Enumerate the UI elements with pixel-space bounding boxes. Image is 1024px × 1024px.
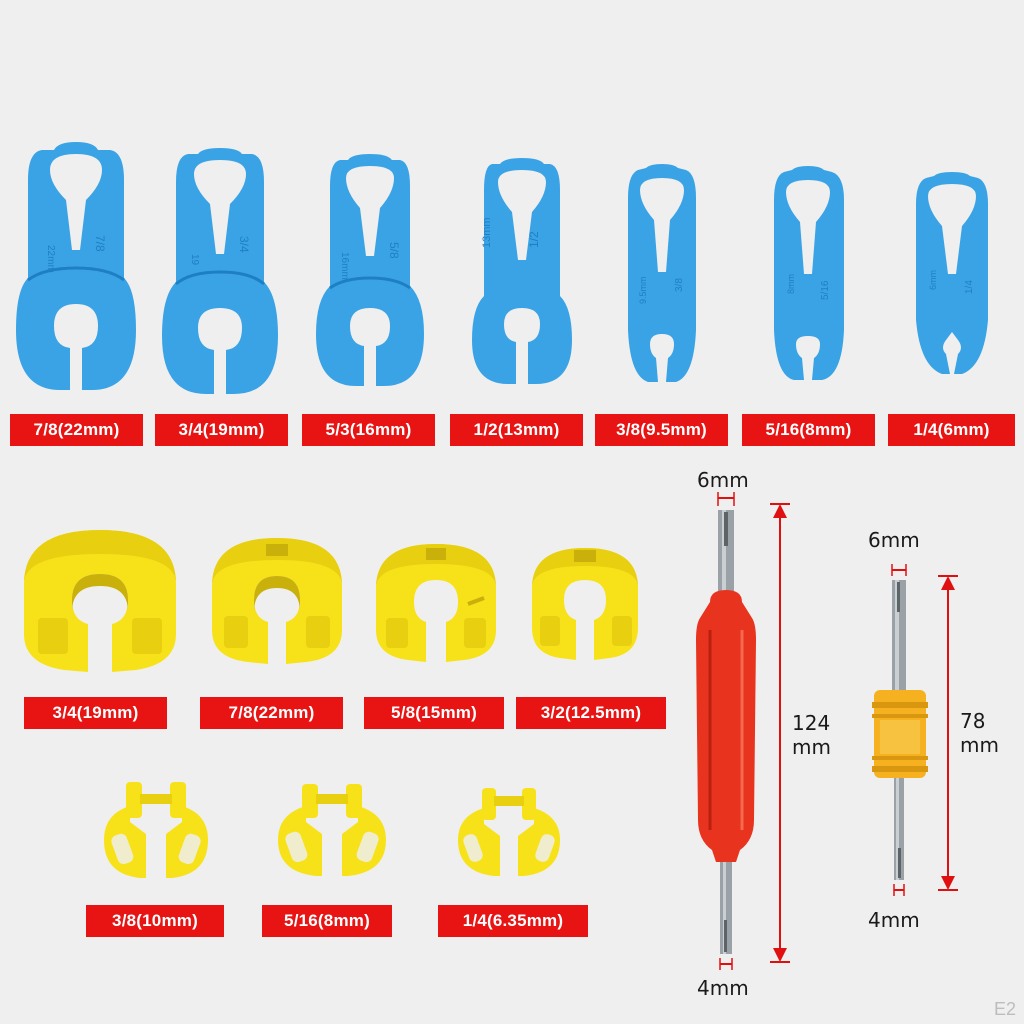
yellow-clip-label-2: 5/16(8mm) xyxy=(262,905,392,937)
blue-disconnect-tool-3: 16mm 5/8 xyxy=(316,154,424,386)
red-tool-bottom-tip: 4mm xyxy=(697,976,749,1000)
yellow-ring-1 xyxy=(24,530,176,672)
engraving-left: 8mm xyxy=(786,274,796,294)
blue-tool-label-6: 5/16(8mm) xyxy=(742,414,875,446)
yellow-tool-bottom-tip: 4mm xyxy=(868,908,920,932)
yellow-tool-length-unit: mm xyxy=(960,733,999,757)
red-valve-core-tool xyxy=(696,492,790,970)
yellow-tool-length-value: 78 xyxy=(960,709,986,733)
blue-tool-label-2: 3/4(19mm) xyxy=(155,414,288,446)
blue-tool-label-4: 1/2(13mm) xyxy=(450,414,583,446)
yellow-ring-4 xyxy=(532,548,638,660)
engraving-right: 1/4 xyxy=(964,280,975,294)
yellow-clip-label-1: 3/8(10mm) xyxy=(86,905,224,937)
engraving-left: 22mm xyxy=(45,245,56,273)
engraving-left: 6mm xyxy=(928,270,938,290)
blue-disconnect-tool-2: 19 3/4 xyxy=(162,148,278,394)
engraving-right: 1/2 xyxy=(527,231,541,248)
red-tool-length-value: 124 xyxy=(792,711,831,735)
engraving-right: 5/8 xyxy=(387,242,401,259)
blue-tool-label-3: 5/3(16mm) xyxy=(302,414,435,446)
yellow-clip-label-3: 1/4(6.35mm) xyxy=(438,905,588,937)
blue-tool-label-5: 3/8(9.5mm) xyxy=(595,414,728,446)
yellow-clip-3 xyxy=(458,788,560,876)
blue-disconnect-tool-5: 9.5mm 3/8 xyxy=(628,164,696,382)
watermark: E2 xyxy=(993,999,1016,1019)
blue-disconnect-tool-4: 13mm 1/2 xyxy=(472,158,572,384)
engraving-right: 5/16 xyxy=(820,280,831,300)
engraving-left: 19 xyxy=(189,254,200,266)
engraving-left: 13mm xyxy=(481,217,493,248)
yellow-ring-label-1: 3/4(19mm) xyxy=(24,697,167,729)
yellow-ring-2 xyxy=(212,538,342,664)
yellow-ring-label-3: 5/8(15mm) xyxy=(364,697,504,729)
blue-tool-label-7: 1/4(6mm) xyxy=(888,414,1015,446)
blue-tool-label-1: 7/8(22mm) xyxy=(10,414,143,446)
engraving-left: 9.5mm xyxy=(638,276,648,304)
red-tool-length-unit: mm xyxy=(792,735,831,759)
yellow-ring-3 xyxy=(376,544,496,662)
yellow-clip-2 xyxy=(278,784,386,876)
yellow-clip-1 xyxy=(104,782,208,878)
yellow-tool-top-tip: 6mm xyxy=(868,528,920,552)
engraving-right: 3/4 xyxy=(237,236,251,253)
engraving-right: 7/8 xyxy=(93,235,107,252)
yellow-ring-label-2: 7/8(22mm) xyxy=(200,697,343,729)
blue-disconnect-tool-7: 6mm 1/4 xyxy=(916,172,988,374)
red-tool-top-tip: 6mm xyxy=(697,468,749,492)
blue-disconnect-tool-1: 22mm 7/8 xyxy=(16,142,136,390)
blue-disconnect-tool-6: 8mm 5/16 xyxy=(774,166,844,380)
engraving-right: 3/8 xyxy=(674,278,685,292)
engraving-left: 16mm xyxy=(339,252,350,280)
yellow-ring-label-4: 3/2(12.5mm) xyxy=(516,697,666,729)
yellow-valve-core-tool xyxy=(872,564,958,896)
